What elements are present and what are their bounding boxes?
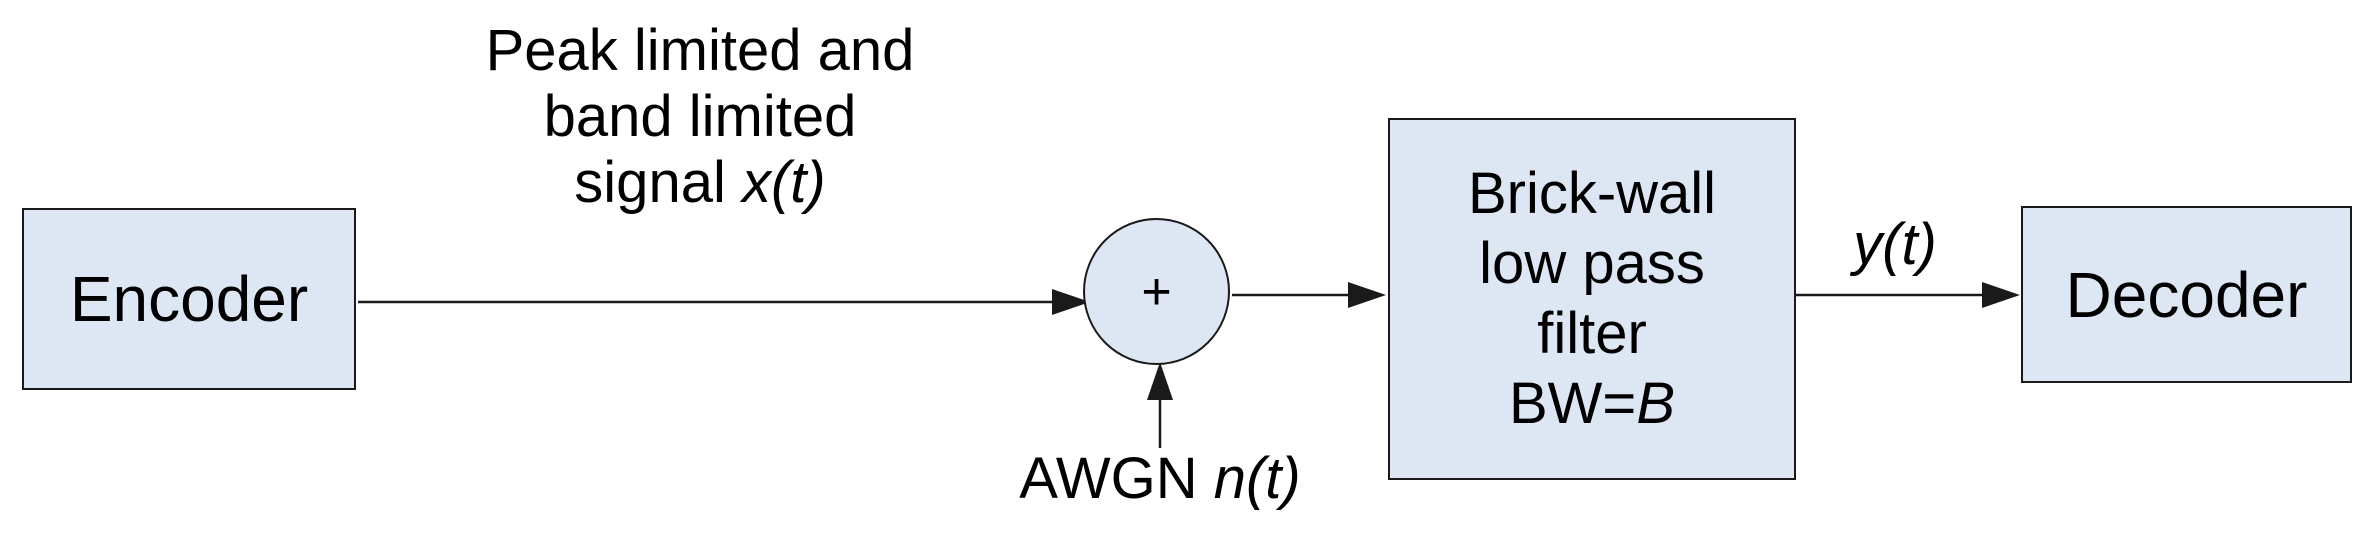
encoder-label: Encoder (69, 263, 309, 335)
summing-junction: + (1083, 218, 1230, 365)
summer-to-filter-arrow (1232, 282, 1386, 308)
noise-label: AWGN n(t) (1019, 446, 1301, 511)
signal-description: Peak limited and band limited signal x(t… (350, 18, 1050, 216)
decoder-label: Decoder (2065, 258, 2308, 331)
lowpass-filter-block: Brick-wall low pass filter BW=B (1388, 118, 1796, 480)
filter-label-line1: Brick-wall (1467, 161, 1717, 226)
filter-bandwidth-label: BW=B (1509, 371, 1675, 436)
decoder-block: Decoder (2021, 206, 2352, 383)
signal-label-line3: signal x(t) (574, 150, 826, 215)
filter-label-line2: low pass (1479, 231, 1705, 296)
output-arrow (1796, 282, 2020, 308)
noise-arrow (1147, 362, 1173, 448)
filter-label-line3: filter (1537, 301, 1647, 366)
encoder-block: Encoder (22, 208, 356, 390)
signal-label-line2: band limited (543, 84, 857, 149)
signal-arrow (358, 289, 1090, 315)
plus-icon: + (1141, 262, 1172, 321)
output-signal-label: y(t) (1853, 212, 1937, 277)
signal-label-line1: Peak limited and (485, 18, 915, 83)
